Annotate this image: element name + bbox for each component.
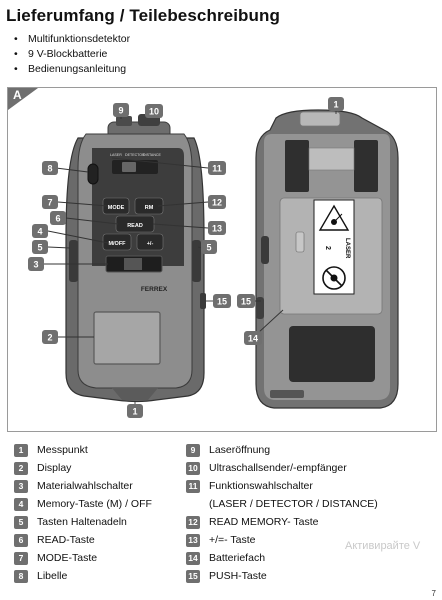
read-button-label: READ (127, 223, 143, 229)
legend-item: 5 Tasten Haltenadeln (14, 513, 152, 531)
legend-text: Batteriefach (209, 552, 266, 564)
legend-text: MODE-Taste (37, 552, 98, 564)
legend-text: Messpunkt (37, 444, 88, 456)
brand-logo: FERREX (141, 286, 168, 293)
device-front: LASER DETECTOR DISTANCE MODE RM READ M/O… (65, 114, 206, 403)
callout-4: 4 (37, 227, 42, 237)
list-item: Bedienungsanleitung (14, 62, 130, 77)
legend-text: Tasten Haltenadeln (37, 516, 127, 528)
callout-14: 14 (248, 334, 258, 344)
rm-button-label: RM (145, 205, 154, 211)
legend-item: 7 MODE-Taste (14, 549, 152, 567)
plusminus-button-label: +/- (147, 241, 154, 247)
legend-text: Display (37, 462, 72, 474)
page-number: 7 (431, 589, 436, 598)
callout-15-back: 15 (241, 297, 251, 307)
callout-15-front: 15 (217, 297, 227, 307)
slider-label-laser: LASER (110, 153, 122, 157)
callout-3: 3 (33, 260, 38, 270)
legend-text: Materialwahlschalter (37, 480, 133, 492)
legend-text: PUSH-Taste (209, 570, 267, 582)
legend-item: 14 Batteriefach (186, 549, 378, 567)
callout-5-right: 5 (206, 243, 211, 253)
slider-label-distance: DISTANCE (143, 153, 162, 157)
figure-label: A (13, 88, 22, 102)
legend-number: 5 (14, 515, 28, 529)
device-figure: A LASER DETECTOR DISTANCE MODE (7, 87, 437, 432)
legend-item: 4 Memory-Taste (M) / OFF (14, 495, 152, 513)
legend-item: 12 READ MEMORY- Taste (186, 513, 378, 531)
legend-text: Funktionswahlschalter (209, 480, 313, 492)
legend-number: 10 (186, 461, 200, 475)
legend-item: 15 PUSH-Taste (186, 567, 378, 585)
callout-8: 8 (47, 164, 52, 174)
legend-number: 7 (14, 551, 28, 565)
legend-text: READ MEMORY- Taste (209, 516, 319, 528)
legend-number: 14 (186, 551, 200, 565)
legend-number: 8 (14, 569, 28, 583)
legend-item: 10 Ultraschallsender/-empfänger (186, 459, 378, 477)
callout-9: 9 (118, 106, 123, 116)
slider-label-detector: DETECTOR (125, 153, 145, 157)
callout-10: 10 (149, 107, 159, 117)
watermark: Активирайте V (345, 540, 421, 552)
callout-1-front: 1 (132, 407, 137, 417)
legend-item: 9 Laseröffnung (186, 441, 378, 459)
legend-number: 9 (186, 443, 200, 457)
laser-warning-text: LASER (344, 238, 350, 259)
legend-text: (LASER / DETECTOR / DISTANCE) (209, 498, 378, 510)
callout-5-left: 5 (37, 243, 42, 253)
legend-item-continuation: (LASER / DETECTOR / DISTANCE) (186, 495, 378, 513)
callout-1-back: 1 (333, 100, 338, 110)
legend-number: 13 (186, 533, 200, 547)
legend-text: READ-Taste (37, 534, 95, 546)
scope-of-delivery-list: Multifunktionsdetektor 9 V-Blockbatterie… (14, 32, 130, 77)
legend-text: Libelle (37, 570, 68, 582)
callout-2: 2 (47, 333, 52, 343)
list-item: 9 V-Blockbatterie (14, 47, 130, 62)
mode-button-label: MODE (108, 205, 125, 211)
legend-text: Ultraschallsender/-empfänger (209, 462, 347, 474)
page-title: Lieferumfang / Teilebeschreibung (6, 6, 280, 25)
device-illustration: LASER DETECTOR DISTANCE MODE RM READ M/O… (28, 97, 399, 418)
legend-item: 6 READ-Taste (14, 531, 152, 549)
legend-left: 1 Messpunkt 2 Display 3 Materialwahlschalte… (14, 441, 152, 585)
moff-button-label: M/OFF (108, 241, 126, 247)
legend-number: 4 (14, 497, 28, 511)
callout-7: 7 (47, 198, 52, 208)
legend-item: 11 Funktionswahlschalter (186, 477, 378, 495)
legend-number: 1 (14, 443, 28, 457)
legend-item: 8 Libelle (14, 567, 152, 585)
callout-12: 12 (212, 198, 222, 208)
legend-text: +/=- Taste (209, 534, 256, 546)
legend-number: 2 (14, 461, 28, 475)
legend-item: 2 Display (14, 459, 152, 477)
callout-6: 6 (55, 214, 60, 224)
legend-right: 9 Laseröffnung 10 Ultraschallsender/-empfä… (186, 441, 378, 585)
legend-item: 1 Messpunkt (14, 441, 152, 459)
legend-number: 11 (186, 479, 200, 493)
list-item: Multifunktionsdetektor (14, 32, 130, 47)
legend-number: 3 (14, 479, 28, 493)
legend-item: 13 +/=- Taste (186, 531, 378, 549)
laser-class-text: 2 (324, 246, 331, 250)
callout-13: 13 (212, 224, 222, 234)
legend-text: Memory-Taste (M) / OFF (37, 498, 152, 510)
legend-number: 15 (186, 569, 200, 583)
callout-badges: 9 10 8 11 7 12 6 13 4 5 5 3 15 (28, 97, 344, 418)
legend-number: 12 (186, 515, 200, 529)
legend-number: 6 (14, 533, 28, 547)
device-back: LASER 2 (255, 109, 399, 409)
legend-text: Laseröffnung (209, 444, 271, 456)
callout-11: 11 (212, 164, 222, 174)
legend-item: 3 Materialwahlschalter (14, 477, 152, 495)
